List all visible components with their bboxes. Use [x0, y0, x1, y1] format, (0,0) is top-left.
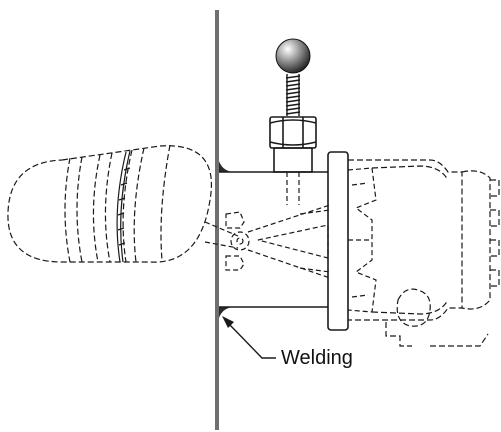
- adjuster-ball-icon: [275, 38, 311, 74]
- adjuster-spring: [285, 74, 301, 116]
- float-weld-seam: [116, 150, 131, 263]
- adjuster-assembly: [269, 38, 317, 205]
- weld-fillet-bottom: [219, 307, 232, 318]
- switch-housing-icon: [348, 159, 500, 347]
- float-icon: [7, 144, 212, 263]
- adjuster-rod-hidden: [286, 172, 300, 205]
- welding-leader: [228, 323, 276, 359]
- switch-mechanism: [347, 167, 377, 313]
- welding-label: Welding: [281, 347, 353, 369]
- flange: [327, 151, 349, 331]
- adjuster-nut: [269, 116, 317, 149]
- vessel-wall: [215, 10, 219, 430]
- weld-fillet-top: [219, 161, 232, 172]
- nozzle-body: [219, 171, 328, 308]
- float-arm: [204, 204, 331, 279]
- adjuster-stem: [273, 147, 313, 173]
- welding-arrowhead: [222, 316, 234, 328]
